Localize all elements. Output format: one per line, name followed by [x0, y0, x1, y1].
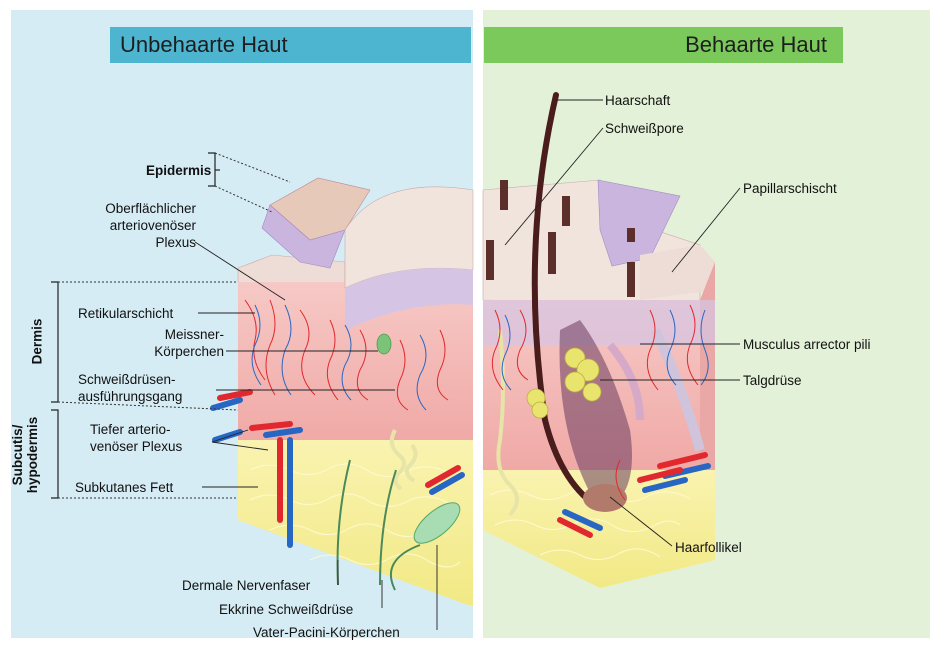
- label-superficial-plexus-line-2: arteriovenöser: [60, 217, 196, 234]
- label-papillarschicht: Papillarschischt: [743, 180, 837, 197]
- label-superficial-plexus: Oberflächlicher arteriovenöser Plexus: [60, 200, 196, 251]
- label-nervenfaser: Dermale Nervenfaser: [182, 577, 310, 594]
- label-sweat-duct-line-2: ausführungsgang: [78, 388, 182, 405]
- label-epidermis: Epidermis: [146, 162, 211, 179]
- label-superficial-plexus-line-1: Oberflächlicher: [60, 200, 196, 217]
- label-dermis: Dermis: [30, 297, 45, 387]
- label-deep-plexus-line-1: Tiefer arterio-: [90, 421, 182, 438]
- label-vater-pacini: Vater-Pacini-Körperchen: [253, 624, 400, 641]
- label-haarschaft: Haarschaft: [605, 92, 670, 109]
- label-meissner-line-1: Meissner-: [96, 326, 224, 343]
- label-talgdruese: Talgdrüse: [743, 372, 802, 389]
- label-subkutanes-fett: Subkutanes Fett: [75, 479, 173, 496]
- label-subcutis-line-1: Subcutis/: [10, 410, 25, 500]
- right-skin-block: [483, 95, 715, 588]
- label-superficial-plexus-line-3: Plexus: [60, 234, 196, 251]
- label-subcutis: Subcutis/ hypodermis: [10, 410, 40, 500]
- label-ekkrine: Ekkrine Schweißdrüse: [219, 601, 353, 618]
- label-subcutis-line-2: hypodermis: [25, 410, 40, 500]
- label-deep-plexus: Tiefer arterio- venöser Plexus: [90, 421, 182, 455]
- label-sweat-duct: Schweißdrüsen- ausführungsgang: [78, 371, 182, 405]
- meissner-corpuscle: [377, 334, 391, 354]
- label-musculus-arrector-pili: Musculus arrector pili: [743, 336, 871, 353]
- label-haarfollikel: Haarfollikel: [675, 539, 742, 556]
- label-retikularschicht: Retikularschicht: [78, 305, 173, 322]
- label-schweisspore: Schweißpore: [605, 120, 684, 137]
- label-meissner: Meissner- Körperchen: [96, 326, 224, 360]
- left-skin-block: [213, 178, 473, 605]
- label-sweat-duct-line-1: Schweißdrüsen-: [78, 371, 182, 388]
- label-deep-plexus-line-2: venöser Plexus: [90, 438, 182, 455]
- label-meissner-line-2: Körperchen: [96, 343, 224, 360]
